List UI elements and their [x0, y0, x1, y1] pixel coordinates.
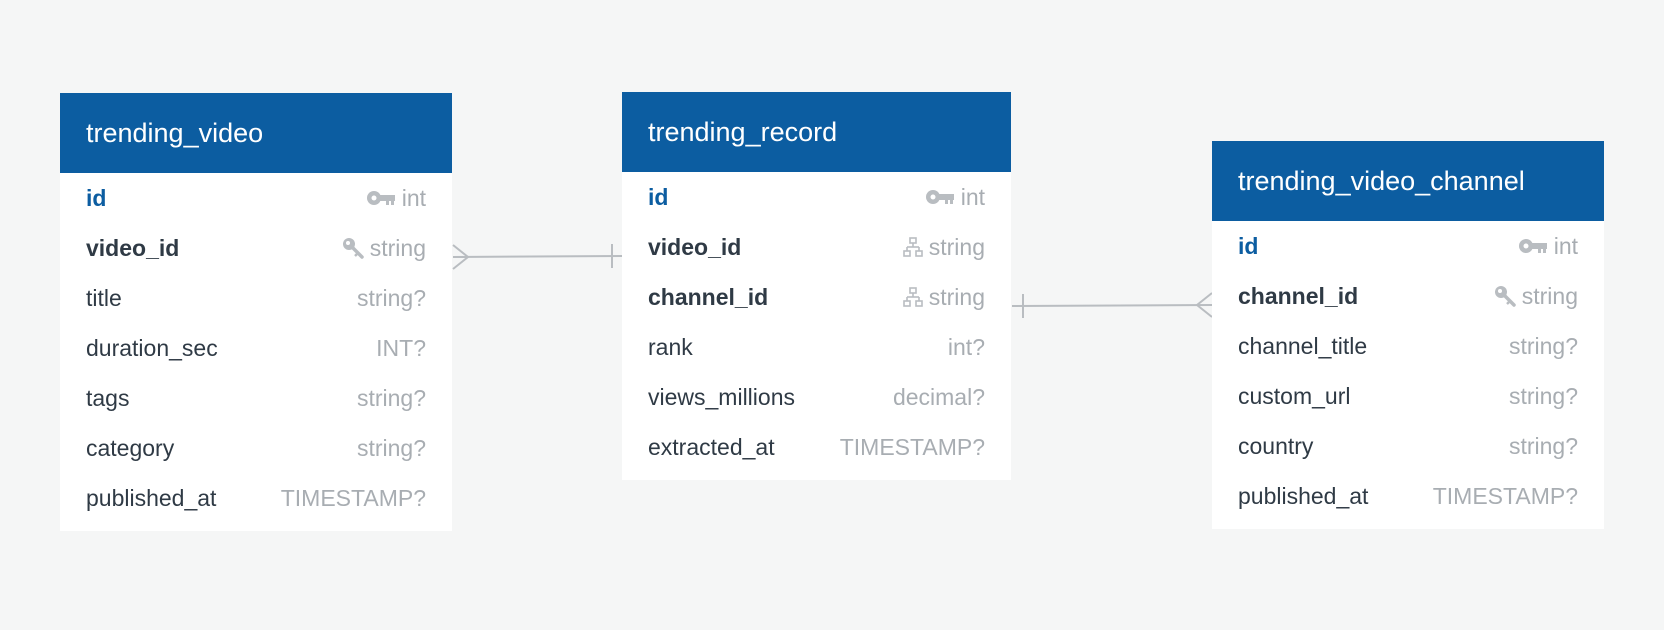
- column-type: string: [928, 233, 985, 260]
- table-title: trending_record: [648, 117, 838, 147]
- column-row[interactable]: duration_sec INT?: [60, 323, 452, 373]
- column-row[interactable]: published_at TIMESTAMP?: [60, 473, 452, 523]
- table-header: trending_video_channel: [1212, 141, 1604, 221]
- column-list: id int video_id string title: [60, 173, 452, 531]
- table-header: trending_record: [622, 92, 1011, 172]
- column-type: decimal?: [892, 383, 985, 410]
- crows-foot-many-marker: [452, 244, 470, 270]
- column-type: string?: [356, 384, 426, 411]
- column-type: string?: [356, 284, 426, 311]
- column-list: id int channel_id string chann: [1212, 221, 1604, 529]
- column-row[interactable]: views_millions decimal?: [622, 372, 1011, 422]
- primary-key-icon: [366, 190, 396, 206]
- crows-foot-many-marker: [1195, 292, 1213, 318]
- column-type: string?: [1508, 382, 1578, 409]
- foreign-key-icon: [902, 237, 923, 257]
- column-type: TIMESTAMP?: [280, 484, 426, 511]
- column-name: video_id: [648, 233, 742, 260]
- column-row[interactable]: id int: [60, 173, 452, 223]
- column-name: video_id: [86, 234, 180, 261]
- column-list: id int video_id string channel: [622, 172, 1011, 480]
- column-type: TIMESTAMP?: [1432, 482, 1578, 509]
- table-title: trending_video: [86, 118, 264, 148]
- column-name: custom_url: [1238, 382, 1351, 409]
- column-name: id: [1238, 232, 1259, 259]
- column-row[interactable]: id int: [622, 172, 1011, 222]
- column-row[interactable]: channel_title string?: [1212, 321, 1604, 371]
- table-title: trending_video_channel: [1238, 166, 1525, 196]
- column-type: string: [1521, 282, 1578, 309]
- table-trending-video-channel[interactable]: trending_video_channel id int channel_id: [1212, 141, 1604, 529]
- table-header: trending_video: [60, 93, 452, 173]
- column-row[interactable]: tags string?: [60, 373, 452, 423]
- column-name: published_at: [1238, 482, 1369, 509]
- column-type-cell: int: [366, 185, 426, 212]
- column-row[interactable]: channel_id string: [622, 272, 1011, 322]
- column-type: int: [401, 184, 426, 211]
- column-type-cell: int: [925, 184, 985, 211]
- unique-key-icon: [342, 237, 364, 259]
- primary-key-icon: [1518, 238, 1548, 254]
- column-row[interactable]: extracted_at TIMESTAMP?: [622, 422, 1011, 472]
- primary-key-icon: [925, 189, 955, 205]
- column-name: category: [86, 434, 175, 461]
- column-name: tags: [86, 384, 130, 411]
- column-row[interactable]: category string?: [60, 423, 452, 473]
- column-type: int?: [947, 333, 985, 360]
- column-row[interactable]: country string?: [1212, 421, 1604, 471]
- column-name: id: [648, 183, 669, 210]
- column-row[interactable]: rank int?: [622, 322, 1011, 372]
- column-name: extracted_at: [648, 433, 775, 460]
- column-type: string?: [1508, 432, 1578, 459]
- table-trending-record[interactable]: trending_record id int video_id stri: [622, 92, 1011, 480]
- column-name: channel_title: [1238, 332, 1368, 359]
- column-row[interactable]: channel_id string: [1212, 271, 1604, 321]
- column-type: string?: [356, 434, 426, 461]
- column-type-cell: string: [342, 235, 426, 262]
- column-type: int: [960, 183, 985, 210]
- column-row[interactable]: published_at TIMESTAMP?: [1212, 471, 1604, 521]
- column-type-cell: string: [902, 233, 985, 261]
- table-trending-video[interactable]: trending_video id int video_id strin: [60, 93, 452, 531]
- column-name: channel_id: [1238, 282, 1359, 309]
- column-type-cell: string: [1494, 283, 1578, 310]
- column-type-cell: int: [1518, 233, 1578, 260]
- column-row[interactable]: custom_url string?: [1212, 371, 1604, 421]
- column-name: id: [86, 184, 107, 211]
- column-name: country: [1238, 432, 1314, 459]
- column-row[interactable]: title string?: [60, 273, 452, 323]
- column-row[interactable]: id int: [1212, 221, 1604, 271]
- column-name: duration_sec: [86, 334, 218, 361]
- relationship-channel-id[interactable]: [1011, 292, 1213, 318]
- column-row[interactable]: video_id string: [60, 223, 452, 273]
- column-row[interactable]: video_id string: [622, 222, 1011, 272]
- column-type: int: [1553, 232, 1578, 259]
- column-type: string?: [1508, 332, 1578, 359]
- column-type: string: [928, 283, 985, 310]
- column-name: views_millions: [648, 383, 795, 410]
- column-name: channel_id: [648, 283, 769, 310]
- column-type-cell: string: [902, 283, 985, 311]
- column-name: published_at: [86, 484, 217, 511]
- column-type: TIMESTAMP?: [839, 433, 985, 460]
- column-name: rank: [648, 333, 693, 360]
- column-type: string: [369, 234, 426, 261]
- column-type: INT?: [376, 334, 426, 361]
- foreign-key-icon: [902, 287, 923, 307]
- column-name: title: [86, 284, 122, 311]
- unique-key-icon: [1494, 285, 1516, 307]
- relationship-video-id[interactable]: [452, 244, 623, 270]
